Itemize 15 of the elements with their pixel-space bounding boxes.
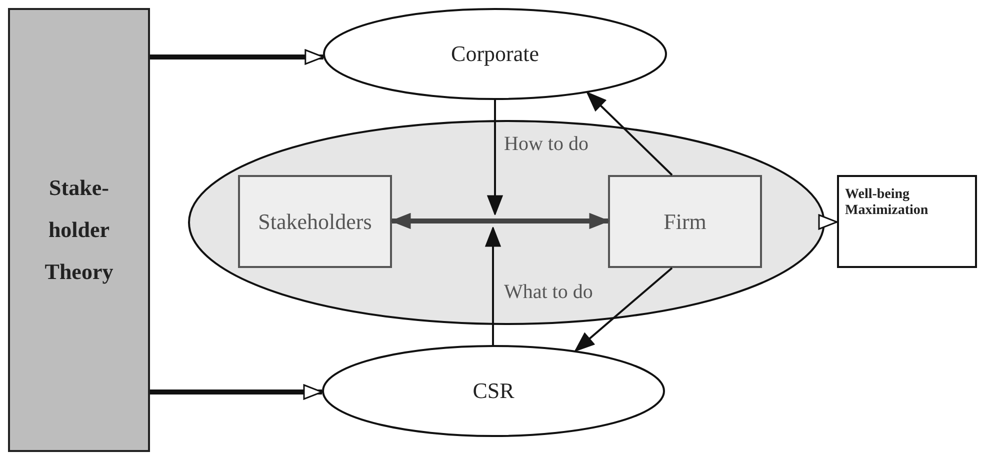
concept-box: Stake-holder Theory [8, 8, 150, 452]
process-box: Firm [608, 175, 762, 268]
ellipse-node: Corporate [323, 8, 667, 100]
process-box: Stakeholders [238, 175, 392, 268]
group-ellipse [188, 120, 825, 325]
arrow [586, 92, 673, 176]
arrow [391, 213, 609, 229]
arrow [487, 100, 503, 215]
arrow [485, 227, 501, 345]
outcome-box: Well-being Maximization [837, 175, 977, 268]
arrow [150, 384, 323, 400]
ellipse-node: CSR [322, 345, 665, 437]
arrow [150, 49, 324, 65]
arrow [818, 214, 838, 230]
arrow [574, 267, 673, 352]
